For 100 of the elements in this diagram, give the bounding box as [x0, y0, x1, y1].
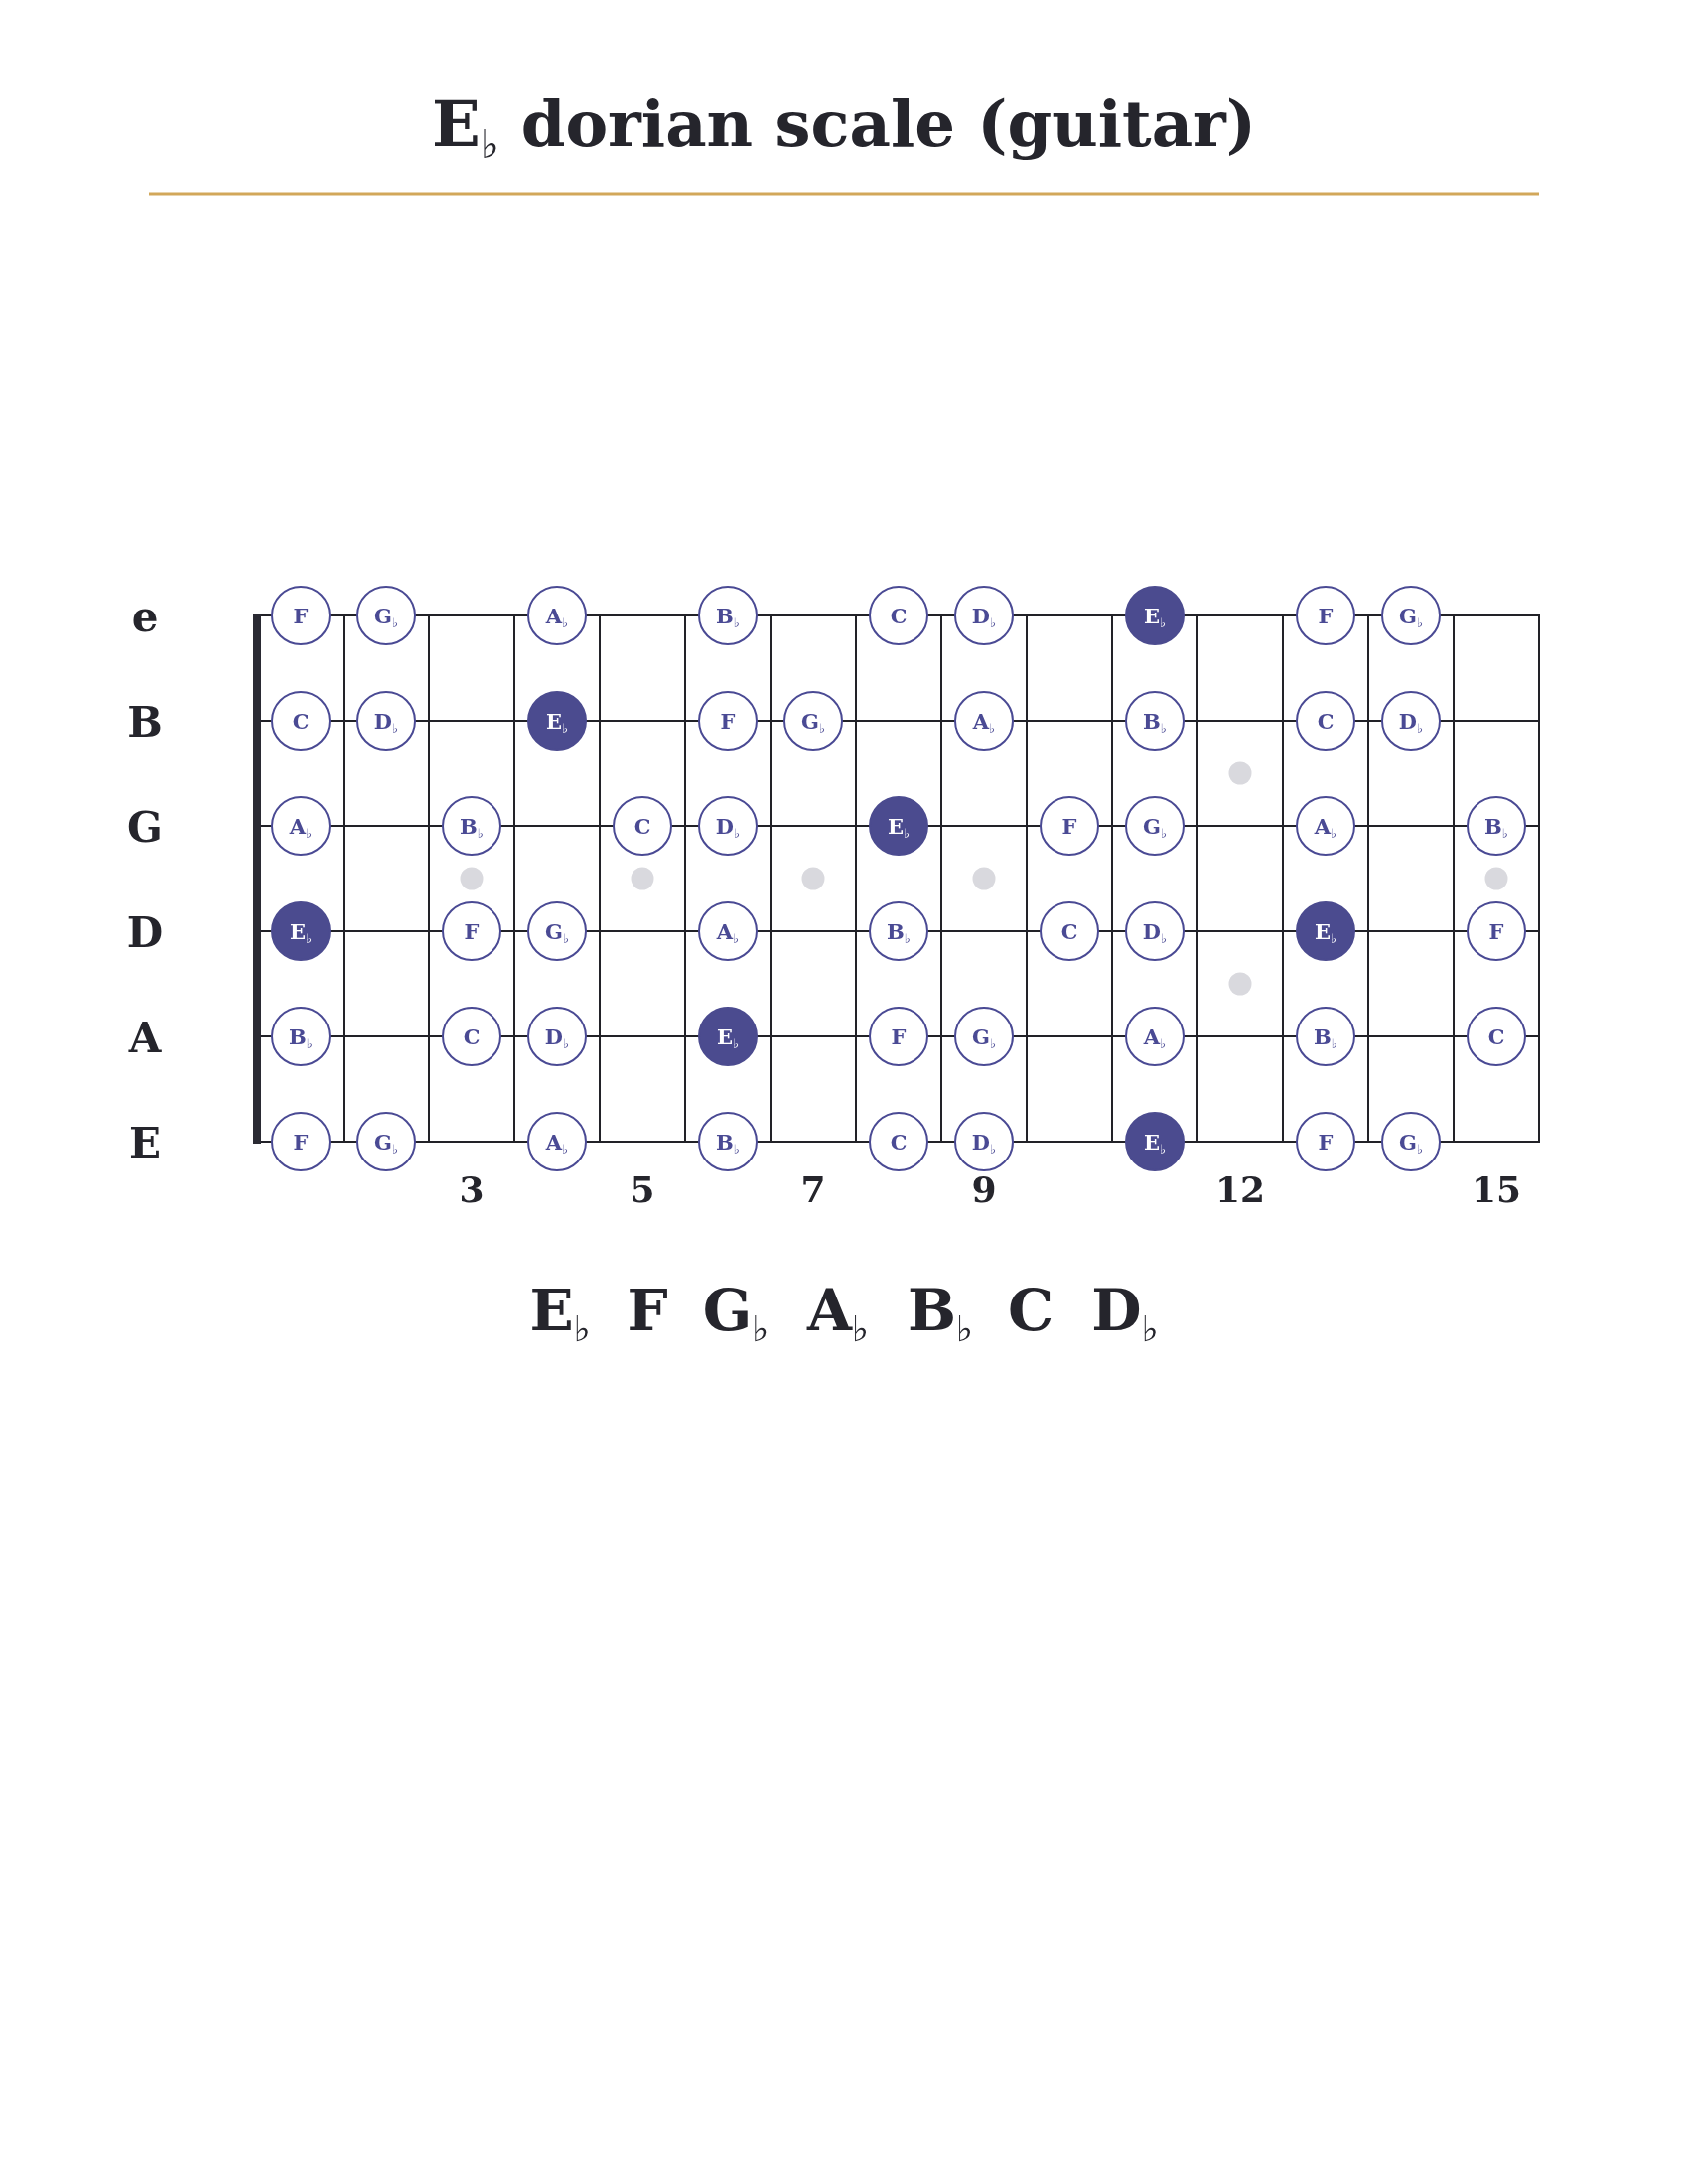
note-name: E$_{♭}$ — [545, 710, 569, 732]
note-circle — [1296, 1112, 1355, 1171]
fret-number: 12 — [1214, 1173, 1266, 1205]
note-circle — [1381, 1112, 1441, 1171]
note-circle — [1125, 691, 1185, 751]
note-name: E$_{♭}$ — [1143, 1131, 1167, 1153]
note-circle — [698, 1112, 758, 1171]
note-name: E$_{♭}$ — [289, 920, 313, 942]
note-circle — [356, 1112, 416, 1171]
note-name: G$_{♭}$ — [971, 1025, 997, 1047]
scale-note: A$_{♭}$ — [807, 1282, 869, 1339]
note-name: C — [890, 1131, 908, 1153]
note-name: B$_{♭}$ — [887, 920, 911, 942]
note-name: C — [890, 605, 908, 626]
note-circle — [698, 691, 758, 751]
note-circle — [1296, 691, 1355, 751]
note-name: A$_{♭}$ — [716, 920, 740, 942]
note-name: E$_{♭}$ — [716, 1025, 740, 1047]
fret-number: 15 — [1471, 1173, 1522, 1205]
note-circle — [527, 586, 587, 645]
note-name: G$_{♭}$ — [1398, 1131, 1424, 1153]
note-name: G$_{♭}$ — [544, 920, 570, 942]
note-circle — [1381, 691, 1441, 751]
note-circle — [1296, 586, 1355, 645]
string-name: B — [127, 702, 163, 744]
note-name: E$_{♭}$ — [1143, 605, 1167, 626]
note-circle — [527, 901, 587, 961]
note-circle — [356, 691, 416, 751]
note-circle — [271, 691, 331, 751]
note-circle — [698, 796, 758, 856]
note-circle — [442, 1007, 501, 1066]
note-circle — [698, 586, 758, 645]
note-name: A$_{♭}$ — [1143, 1025, 1167, 1047]
note-circle — [1467, 796, 1526, 856]
note-circle — [1467, 1007, 1526, 1066]
root-note-circle — [698, 1007, 758, 1066]
page-title: E$_{♭}$ dorian scale (guitar) — [430, 89, 1258, 160]
note-circle — [869, 1007, 928, 1066]
note-name: F — [891, 1025, 907, 1047]
note-circle — [869, 1112, 928, 1171]
note-circle — [356, 586, 416, 645]
note-name: B$_{♭}$ — [716, 1131, 740, 1153]
note-name: B$_{♭}$ — [460, 815, 484, 837]
note-name: F — [720, 710, 736, 732]
string-name: e — [131, 597, 159, 638]
note-name: D$_{♭}$ — [544, 1025, 570, 1047]
note-name: E$_{♭}$ — [887, 815, 911, 837]
note-circle — [698, 901, 758, 961]
root-note-circle — [271, 901, 331, 961]
note-circle — [954, 1112, 1014, 1171]
note-name: F — [464, 920, 480, 942]
note-name: G$_{♭}$ — [373, 605, 399, 626]
fret-number: 9 — [971, 1173, 997, 1205]
note-name: D$_{♭}$ — [373, 710, 399, 732]
note-circle — [1296, 1007, 1355, 1066]
note-circle — [783, 691, 843, 751]
note-name: D$_{♭}$ — [1142, 920, 1168, 942]
note-name: C — [1487, 1025, 1505, 1047]
note-name: B$_{♭}$ — [716, 605, 740, 626]
note-circle — [442, 901, 501, 961]
note-name: C — [463, 1025, 481, 1047]
note-name: E$_{♭}$ — [1314, 920, 1337, 942]
root-note-circle — [869, 796, 928, 856]
note-circle — [1381, 586, 1441, 645]
note-name: F — [293, 605, 309, 626]
note-circle — [869, 586, 928, 645]
note-name: D$_{♭}$ — [971, 605, 997, 626]
note-name: F — [293, 1131, 309, 1153]
note-circle — [442, 796, 501, 856]
note-circle — [271, 586, 331, 645]
note-name: F — [1318, 605, 1334, 626]
note-name: G$_{♭}$ — [373, 1131, 399, 1153]
string-name: D — [126, 912, 164, 954]
note-name: A$_{♭}$ — [289, 815, 313, 837]
fret-number: 5 — [630, 1173, 655, 1205]
note-circle — [271, 796, 331, 856]
note-name: A$_{♭}$ — [972, 710, 996, 732]
note-name: B$_{♭}$ — [1484, 815, 1508, 837]
note-name: G$_{♭}$ — [1142, 815, 1168, 837]
string-name: E — [129, 1123, 161, 1164]
note-circle — [1125, 901, 1185, 961]
note-circle — [1040, 901, 1099, 961]
note-name: G$_{♭}$ — [800, 710, 826, 732]
scale-note: B$_{♭}$ — [908, 1282, 973, 1339]
note-circle — [1125, 1007, 1185, 1066]
note-name: F — [1061, 815, 1077, 837]
note-circle — [271, 1007, 331, 1066]
note-name: C — [1060, 920, 1078, 942]
root-note-circle — [1125, 1112, 1185, 1171]
note-name: F — [1318, 1131, 1334, 1153]
scale-note: F — [627, 1282, 668, 1339]
note-circle — [954, 1007, 1014, 1066]
fret-number: 3 — [459, 1173, 485, 1205]
note-name: A$_{♭}$ — [1314, 815, 1337, 837]
note-name: D$_{♭}$ — [1398, 710, 1424, 732]
string-name: G — [127, 807, 163, 849]
note-name: C — [292, 710, 310, 732]
note-circle — [954, 586, 1014, 645]
note-name: G$_{♭}$ — [1398, 605, 1424, 626]
note-name: A$_{♭}$ — [545, 605, 569, 626]
